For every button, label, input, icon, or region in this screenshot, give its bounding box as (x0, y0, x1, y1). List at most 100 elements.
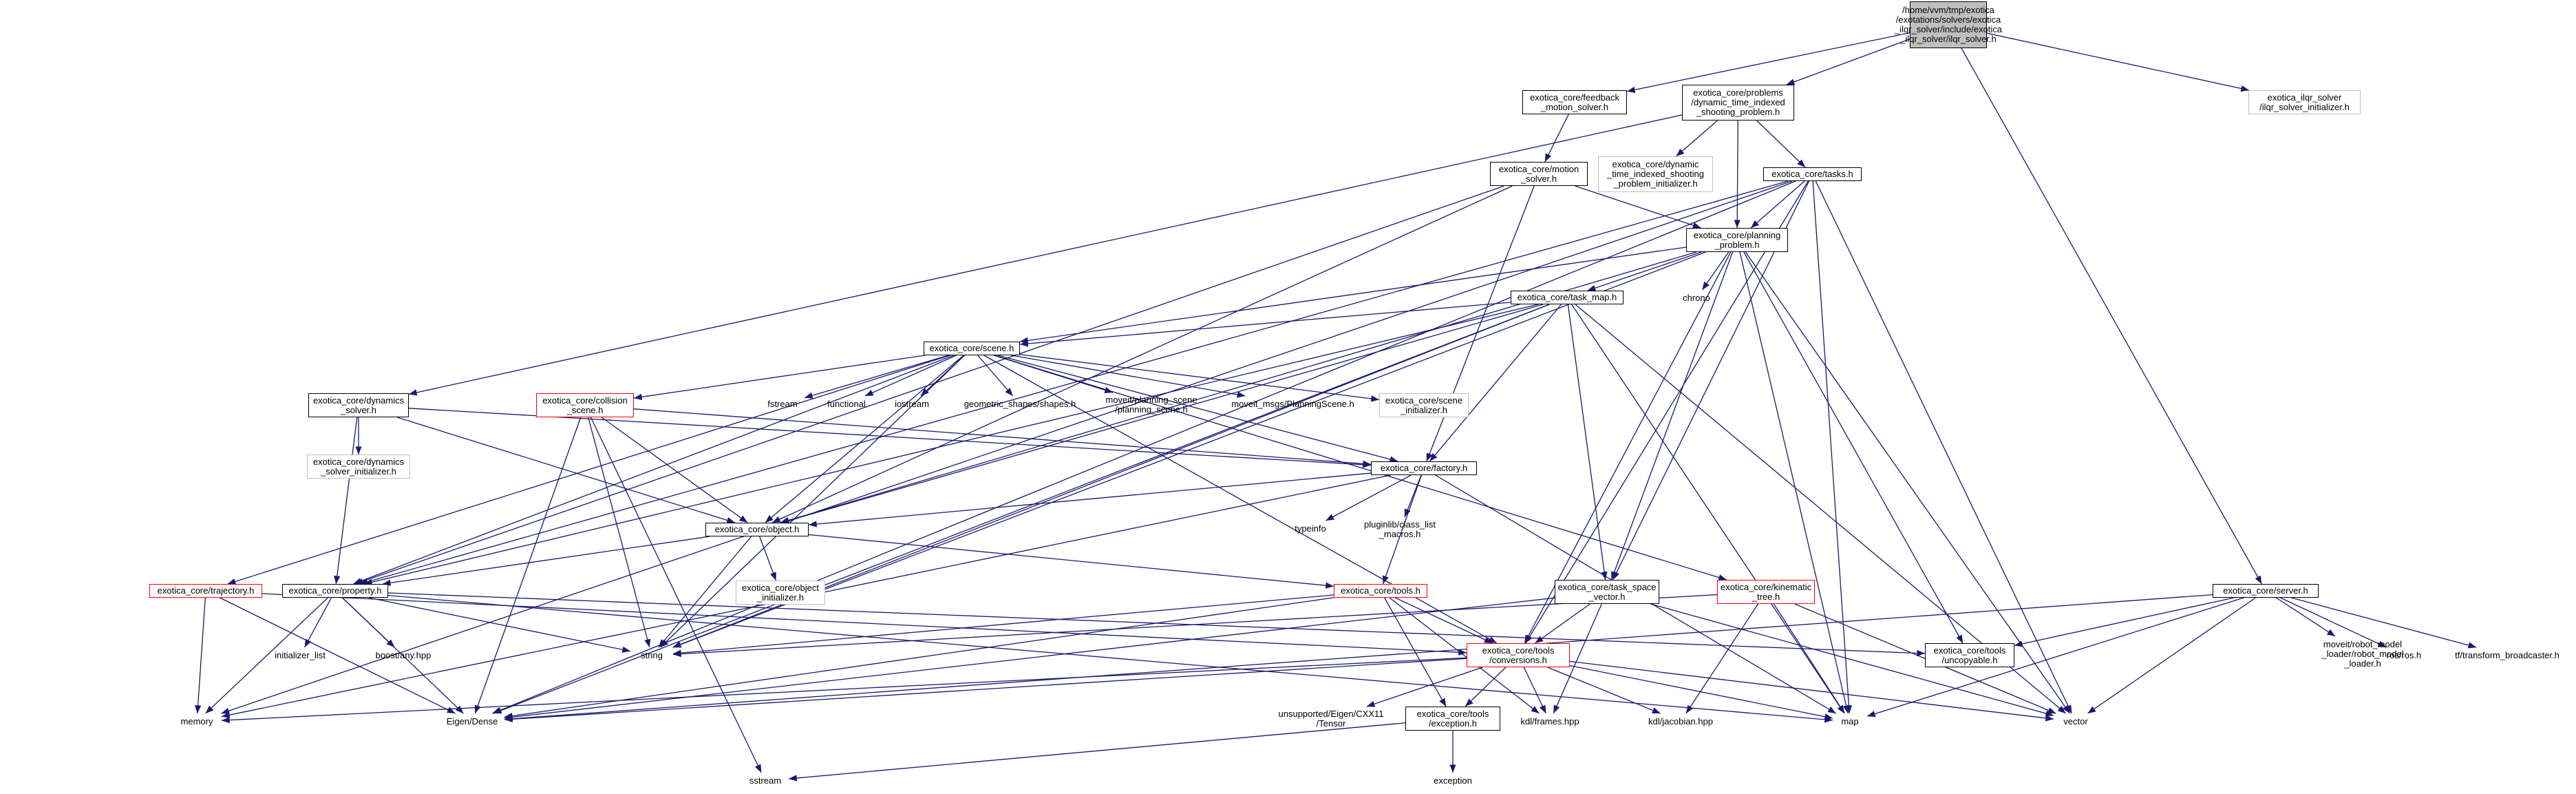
edge-conversions-to-kdl_jac (1547, 667, 1661, 714)
edge-collision-to-object (601, 417, 748, 523)
edge-factory-to-pluginlib (1404, 474, 1422, 518)
tools-node[interactable]: exotica_core/tools.h (1334, 584, 1427, 598)
edge-collision-to-eigen (474, 417, 582, 714)
memory-node[interactable]: memory (180, 716, 213, 727)
edge-task_space-to-kdl_frames (1553, 603, 1602, 714)
property-node[interactable]: exotica_core/property.h (282, 584, 388, 598)
moveit-planning-scene-node[interactable]: moveit/planning_scene /planning_scene.h (1105, 394, 1197, 415)
edge-server-to-ros (2280, 597, 2387, 648)
edge-task_map-to-task_space (1567, 304, 1608, 581)
uncopyable-node[interactable]: exotica_core/tools /uncopyable.h (1925, 643, 2014, 667)
initializer-list-node[interactable]: initializer_list (275, 650, 326, 660)
server-node[interactable]: exotica_core/server.h (2213, 584, 2319, 598)
edge-tasks-to-map (1812, 180, 1853, 714)
edge-task_space-to-conversions (1535, 603, 1590, 644)
edge-task_map-to-factory (1429, 304, 1562, 462)
object-initializer-node[interactable]: exotica_core/object _initializer.h (736, 581, 825, 605)
boost-any-node[interactable]: boost/any.hpp (375, 650, 432, 660)
edge-dynamics-to-property (334, 417, 358, 585)
edge-object-to-property (382, 536, 710, 586)
ros-node[interactable]: ros/ros.h (2386, 650, 2422, 660)
edge-scene-to-object (765, 355, 964, 523)
exception-header-node[interactable]: exotica_core/tools /exception.h (1405, 707, 1500, 731)
exception-node[interactable]: exception (1434, 775, 1472, 786)
edge-scene-to-property (353, 355, 954, 585)
kinematic-tree-node[interactable]: exotica_core/kinematic _tree.h (1717, 580, 1815, 604)
edge-factory-to-typeinfo (1326, 474, 1412, 521)
edge-server-to-eigen (504, 594, 2213, 722)
edge-task_map-to-property (363, 304, 1539, 585)
edge-root-to-feedback (1626, 32, 1910, 93)
task-map-node[interactable]: exotica_core/task_map.h (1511, 291, 1624, 304)
edge-collision-to-sstream (590, 417, 762, 773)
edge-conversions-to-eigen (504, 658, 1467, 722)
edge-problems-to-tasks (1756, 120, 1806, 168)
dynamic-time-indexed-shooting-problem-node[interactable]: exotica_core/problems /dynamic_time_inde… (1682, 85, 1794, 121)
trajectory-node[interactable]: exotica_core/trajectory.h (149, 584, 262, 598)
edge-server-to-uncopyable (2014, 597, 2235, 647)
edge-planning-to-vector (1745, 251, 2071, 714)
geometric-shapes-node[interactable]: geometric_shapes/shapes.h (964, 399, 1076, 409)
edge-motion_solver-to-object (771, 185, 1513, 523)
dynamic-shooting-problem-initializer-node[interactable]: exotica_core/dynamic _time_indexed_shoot… (1598, 156, 1713, 192)
tasks-node[interactable]: exotica_core/tasks.h (1763, 167, 1862, 181)
edge-tools-to-kdl_frames (1389, 597, 1540, 714)
ilqr-solver-initializer-node[interactable]: exotica_ilqr_solver /ilqr_solver_initial… (2248, 90, 2361, 114)
planning-problem-node[interactable]: exotica_core/planning _problem.h (1686, 228, 1788, 252)
edge-dynamics-to-factory (408, 408, 1372, 468)
edge-scene-to-geometric (977, 355, 1014, 397)
edge-planning-to-scene (1019, 247, 1687, 344)
edge-conversions-to-kdl_frames (1523, 667, 1546, 714)
moveit-robot-model-loader-node[interactable]: moveit/robot_model _loader/robot_model _… (2321, 639, 2404, 669)
edge-scene-to-functional (864, 355, 957, 397)
task-space-vector-node[interactable]: exotica_core/task_space _vector.h (1555, 580, 1659, 604)
edge-factory-to-object (808, 472, 1372, 527)
edge-exception_h-to-sstream (788, 722, 1406, 782)
edge-conversions-to-unsupported (1366, 667, 1483, 707)
string-node[interactable]: string (641, 650, 663, 660)
edge-task_map-to-scene (1019, 302, 1511, 347)
edge-root-to-ilqr_init (1986, 32, 2250, 92)
edge-property-to-memory (205, 597, 328, 714)
edge-object-to-tools (808, 534, 1334, 589)
conversions-node[interactable]: exotica_core/tools /conversions.h (1467, 643, 1570, 667)
edge-property-to-eigen (342, 597, 464, 714)
edge-conversions-to-map (1569, 665, 1833, 720)
edge-problems-to-planning (1734, 120, 1741, 229)
sstream-node[interactable]: sstream (749, 775, 782, 786)
edge-collision-to-factory (633, 408, 1372, 468)
map-node[interactable]: map (1841, 716, 1859, 727)
edge-server-to-map (1866, 597, 2244, 718)
pluginlib-class-list-macros-node[interactable]: pluginlib/class_list _macros.h (1363, 519, 1436, 539)
root-header-node[interactable]: /home/vvm/tmp/exotica /exotations/solver… (1895, 1, 2002, 48)
scene-node[interactable]: exotica_core/scene.h (924, 342, 1020, 355)
scene-initializer-node[interactable]: exotica_core/scene _initializer.h (1379, 393, 1469, 417)
dynamics-solver-initializer-node[interactable]: exotica_core/dynamics _solver_initialize… (307, 455, 410, 479)
functional-node[interactable]: functional (827, 399, 866, 409)
dynamics-solver-node[interactable]: exotica_core/dynamics _solver.h (308, 393, 409, 417)
tf-transform-broadcaster-node[interactable]: tf/transform_broadcaster.h (2455, 650, 2559, 660)
edge-tasks-to-planning (1750, 180, 1805, 229)
collision-scene-node[interactable]: exotica_core/collision _scene.h (536, 393, 634, 417)
object-node[interactable]: exotica_core/object.h (705, 523, 809, 536)
eigen-dense-node[interactable]: Eigen/Dense (446, 716, 498, 727)
typeinfo-node[interactable]: typeinfo (1295, 523, 1326, 534)
feedback-motion-solver-node[interactable]: exotica_core/feedback _motion_solver.h (1522, 90, 1627, 114)
moveit-msgs-planning-scene-node[interactable]: moveit_msgs/PlanningScene.h (1231, 399, 1354, 409)
fstream-node[interactable]: fstream (767, 399, 798, 409)
motion-solver-node[interactable]: exotica_core/motion _solver.h (1490, 162, 1588, 186)
factory-node[interactable]: exotica_core/factory.h (1371, 461, 1477, 475)
kdl-jacobian-node[interactable]: kdl/jacobian.hpp (1648, 716, 1713, 727)
edge-property-to-map (387, 594, 1833, 723)
edge-scene-to-fstream (804, 355, 949, 399)
iostream-node[interactable]: iostream (895, 399, 929, 409)
kdl-frames-node[interactable]: kdl/frames.hpp (1520, 716, 1579, 727)
edge-kin_tree-to-kdl_jac (1685, 603, 1759, 714)
chrono-node[interactable]: chrono (1683, 293, 1710, 303)
vector-node[interactable]: vector (2063, 716, 2088, 727)
edge-server-to-moveit_rml (2275, 597, 2336, 637)
edge-scene-to-kin_tree (994, 355, 1727, 581)
edge-scene-to-factory (997, 355, 1398, 463)
eigen-tensor-node[interactable]: unsupported/Eigen/CXX11 /Tensor (1278, 708, 1384, 729)
edge-trajectory-to-memory (194, 597, 206, 714)
